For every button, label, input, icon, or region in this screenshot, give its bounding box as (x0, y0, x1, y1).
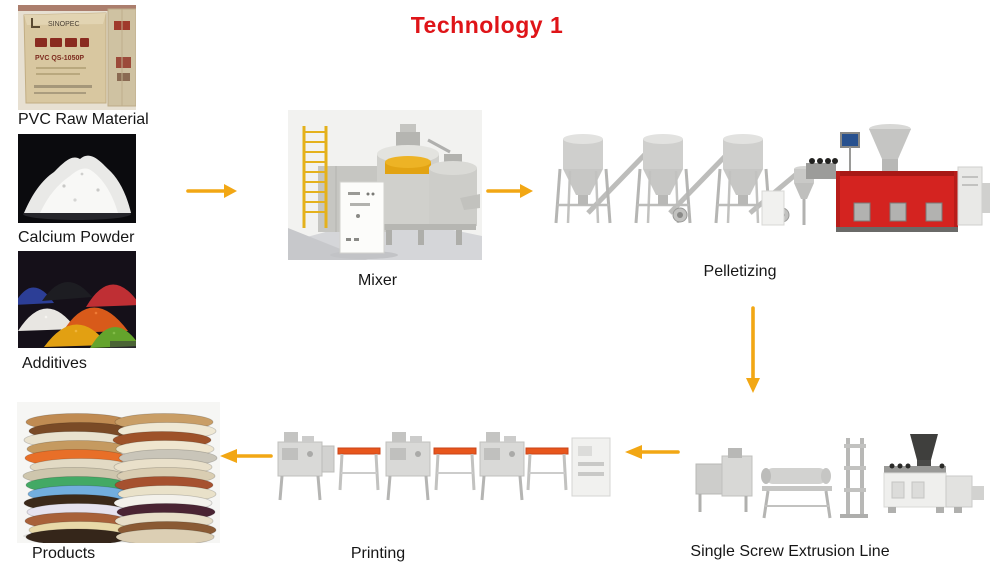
arrow-right-icon (186, 184, 237, 198)
arrow-left-icon (625, 445, 680, 459)
printing-image (276, 426, 613, 512)
bag-grade-text: PVC QS-1050P (35, 55, 84, 62)
arrow-left-icon (220, 449, 273, 463)
mixer-label: Mixer (357, 272, 398, 289)
calcium-powder-label: Calcium Powder (18, 229, 135, 246)
products-image (17, 402, 220, 543)
bag-brand-text: SINOPEC (48, 21, 80, 28)
arrow-down-icon (746, 306, 760, 393)
pelletizing-image (538, 113, 990, 248)
additives-image (18, 251, 136, 348)
diagram-title: Technology 1 (410, 12, 564, 38)
single-screw-extrusion-line-label: Single Screw Extrusion Line (690, 543, 890, 560)
pvc-raw-material-image: SINOPEC PVC QS-1050P (18, 5, 136, 110)
mixer-image (288, 110, 482, 260)
products-label: Products (32, 545, 96, 562)
additives-label: Additives (22, 355, 87, 372)
single-screw-extrusion-line-image (688, 426, 990, 528)
printing-label: Printing (350, 545, 406, 562)
pvc-raw-material-label: PVC Raw Material (18, 111, 149, 128)
pelletizing-label: Pelletizing (703, 263, 777, 280)
arrow-right-icon (486, 184, 533, 198)
calcium-powder-image (18, 134, 136, 223)
